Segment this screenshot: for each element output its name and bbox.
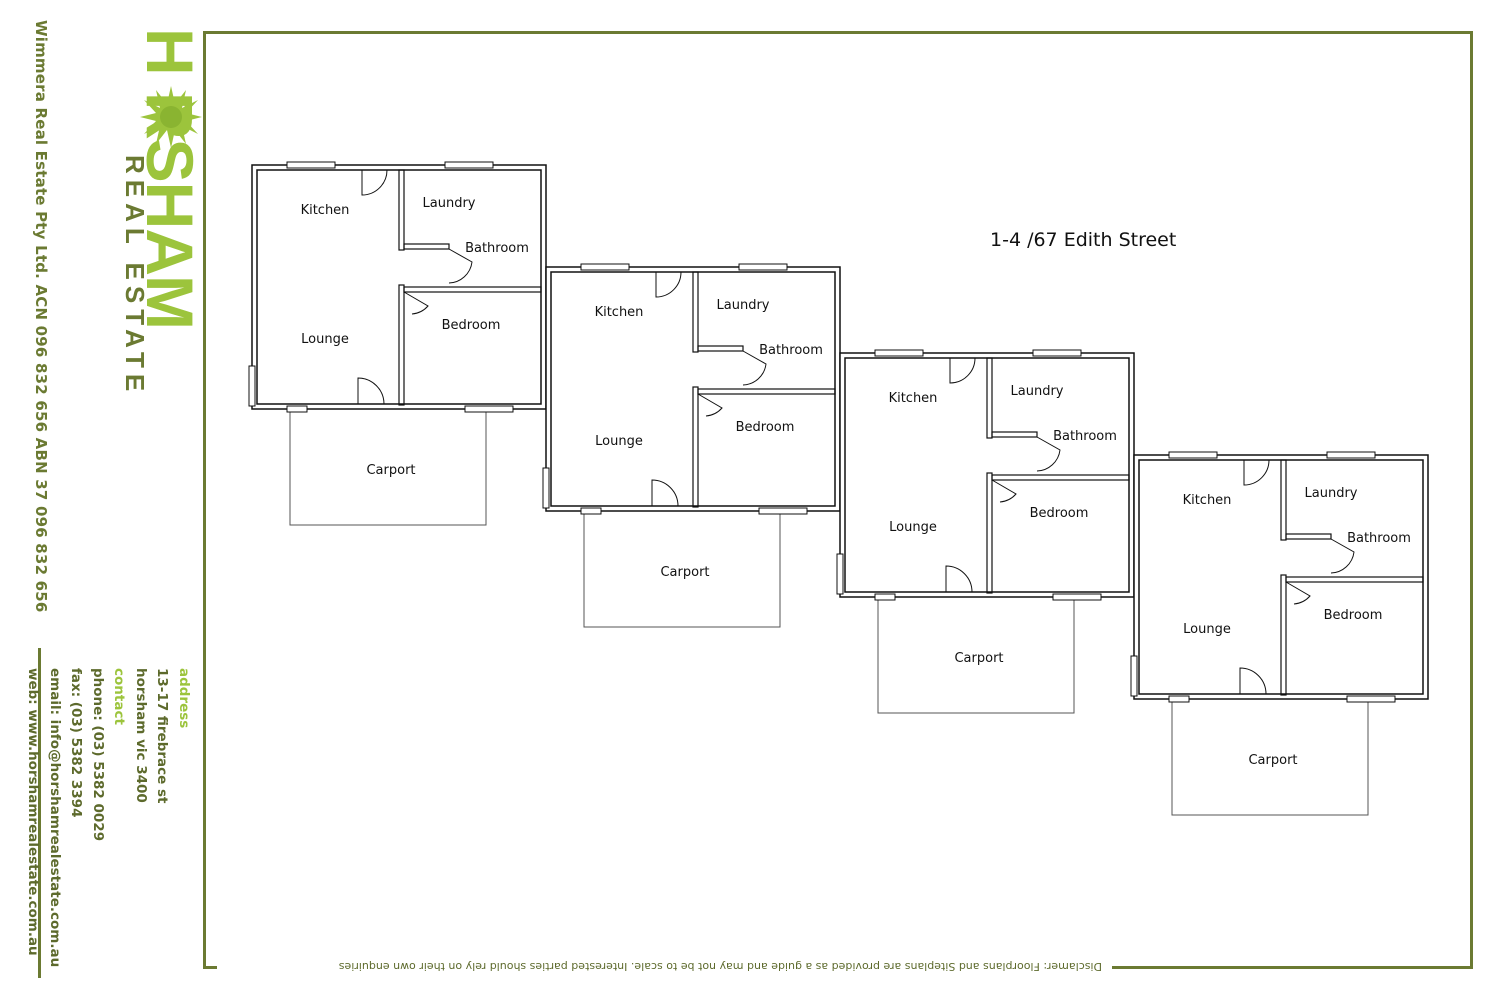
window bbox=[580, 507, 602, 515]
interior-wall bbox=[697, 388, 836, 395]
room-label-carport: Carport bbox=[366, 463, 415, 478]
room-label-lounge: Lounge bbox=[889, 520, 937, 535]
room-label-laundry: Laundry bbox=[423, 196, 476, 211]
room-label-carport: Carport bbox=[954, 651, 1003, 666]
room-label-bedroom: Bedroom bbox=[1324, 608, 1383, 623]
room-label-bathroom: Bathroom bbox=[1053, 429, 1117, 444]
window bbox=[1130, 655, 1138, 697]
interior-wall bbox=[403, 243, 450, 250]
window bbox=[464, 405, 514, 413]
door-swing bbox=[1243, 459, 1270, 486]
door-swing bbox=[403, 291, 429, 315]
sidebar-divider bbox=[38, 648, 41, 978]
room-label-bathroom: Bathroom bbox=[1347, 531, 1411, 546]
interior-wall bbox=[986, 357, 993, 439]
room-label-bedroom: Bedroom bbox=[1030, 506, 1089, 521]
door-swing bbox=[1036, 436, 1061, 472]
door-swing bbox=[1330, 538, 1355, 574]
room-label-laundry: Laundry bbox=[717, 298, 770, 313]
frame-left bbox=[203, 31, 206, 969]
door-swing bbox=[945, 565, 973, 593]
interior-wall bbox=[986, 472, 993, 594]
door-swing bbox=[697, 393, 723, 417]
interior-wall bbox=[398, 284, 405, 406]
room-label-bathroom: Bathroom bbox=[465, 241, 529, 256]
room-label-bathroom: Bathroom bbox=[759, 343, 823, 358]
window bbox=[738, 263, 788, 271]
window bbox=[580, 263, 630, 271]
door-swing bbox=[742, 350, 767, 386]
window bbox=[836, 553, 844, 595]
window bbox=[874, 593, 896, 601]
interior-wall bbox=[398, 169, 405, 251]
door-swing bbox=[448, 248, 473, 284]
room-label-lounge: Lounge bbox=[1183, 622, 1231, 637]
room-label-bedroom: Bedroom bbox=[442, 318, 501, 333]
room-label-lounge: Lounge bbox=[595, 434, 643, 449]
interior-wall bbox=[692, 271, 699, 353]
window bbox=[1052, 593, 1102, 601]
window bbox=[1326, 451, 1376, 459]
window bbox=[1168, 695, 1190, 703]
window bbox=[1346, 695, 1396, 703]
room-label-kitchen: Kitchen bbox=[301, 203, 350, 218]
room-label-kitchen: Kitchen bbox=[889, 391, 938, 406]
frame-right bbox=[1470, 31, 1473, 969]
interior-wall bbox=[1280, 459, 1287, 541]
window bbox=[1168, 451, 1218, 459]
door-swing bbox=[651, 479, 679, 507]
page-title: 1-4 /67 Edith Street bbox=[990, 229, 1177, 251]
window bbox=[758, 507, 808, 515]
interior-wall bbox=[1280, 574, 1287, 696]
frame-top bbox=[203, 31, 1473, 34]
room-label-carport: Carport bbox=[1248, 753, 1297, 768]
room-label-bedroom: Bedroom bbox=[736, 420, 795, 435]
door-swing bbox=[361, 169, 388, 196]
window bbox=[444, 161, 494, 169]
room-label-laundry: Laundry bbox=[1305, 486, 1358, 501]
window bbox=[1032, 349, 1082, 357]
door-swing bbox=[1285, 581, 1311, 605]
frame-bottom-right bbox=[1112, 966, 1473, 969]
room-label-kitchen: Kitchen bbox=[1183, 493, 1232, 508]
interior-wall bbox=[1285, 576, 1424, 583]
sunburst-icon bbox=[140, 86, 202, 152]
door-swing bbox=[991, 479, 1017, 503]
window bbox=[542, 467, 550, 509]
frame-bottom-left bbox=[203, 966, 217, 969]
door-swing bbox=[655, 271, 682, 298]
room-label-kitchen: Kitchen bbox=[595, 305, 644, 320]
interior-wall bbox=[692, 386, 699, 508]
room-label-lounge: Lounge bbox=[301, 332, 349, 347]
window bbox=[286, 161, 336, 169]
door-swing bbox=[1239, 667, 1267, 695]
interior-wall bbox=[991, 431, 1038, 438]
room-label-carport: Carport bbox=[660, 565, 709, 580]
window bbox=[286, 405, 308, 413]
door-swing bbox=[357, 377, 385, 405]
interior-wall bbox=[991, 474, 1130, 481]
window bbox=[248, 365, 256, 407]
door-swing bbox=[949, 357, 976, 384]
interior-wall bbox=[403, 286, 542, 293]
interior-wall bbox=[697, 345, 744, 352]
room-label-laundry: Laundry bbox=[1011, 384, 1064, 399]
window bbox=[874, 349, 924, 357]
interior-wall bbox=[1285, 533, 1332, 540]
